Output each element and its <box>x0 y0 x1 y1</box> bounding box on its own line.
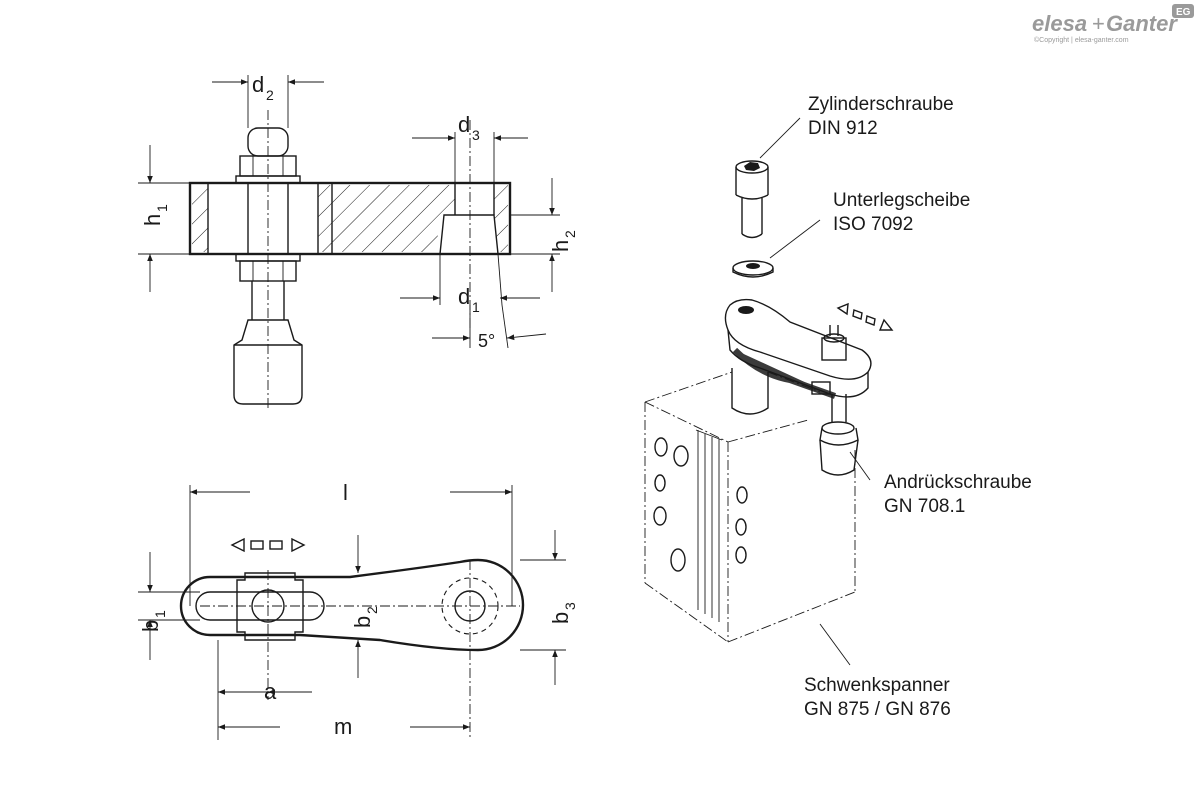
logo-badge-box <box>1172 4 1194 18</box>
brand-logo: elesa + Ganter EG ©Copyright | elesa-gan… <box>1032 4 1194 44</box>
press-screw <box>819 394 859 476</box>
callout-washer: Unterlegscheibe ISO 7092 <box>833 190 970 235</box>
dim-b3-main: b <box>548 612 573 624</box>
callout-clamp-name: Schwenkspanner <box>804 675 950 696</box>
logo-brand-a: elesa <box>1032 11 1087 36</box>
dim-h2-main: h <box>548 240 573 252</box>
clamp-block <box>236 572 304 641</box>
dim-h2-sub: 2 <box>562 230 578 238</box>
dim-b2-sub: 2 <box>364 606 380 614</box>
dim-d3-main: d <box>458 112 470 137</box>
dim-d1-main: d <box>458 284 470 309</box>
arm-outline-top <box>179 558 525 652</box>
dim-angle: 5° <box>478 331 495 351</box>
callout-press-screw-standard: GN 708.1 <box>884 496 965 517</box>
arm-hatch <box>332 185 455 252</box>
dim-d2-main: d <box>252 72 264 97</box>
callout-screw: Zylinderschraube DIN 912 <box>808 94 954 139</box>
slot <box>195 591 325 621</box>
dim-d2-sub: 2 <box>266 87 274 103</box>
arm-section-outline <box>188 181 512 256</box>
nut-bottom <box>239 260 297 282</box>
top-view: l b 1 b 2 b 3 a m <box>138 480 578 740</box>
press-tip <box>233 319 303 405</box>
callout-press-screw: Andrückschraube GN 708.1 <box>884 472 1032 517</box>
swivel-direction-icon-iso <box>836 302 894 331</box>
clamp-housing <box>644 371 856 643</box>
dim-m: m <box>334 714 352 739</box>
dim-b3-sub: 3 <box>562 602 578 610</box>
dim-b2-main: b <box>350 616 375 628</box>
dim-d1-sub: 1 <box>472 299 480 315</box>
isometric-assembly <box>644 117 894 666</box>
callout-washer-name: Unterlegscheibe <box>833 190 970 211</box>
washer <box>732 260 774 278</box>
dim-b1-sub: 1 <box>152 610 168 618</box>
logo-plus: + <box>1092 11 1105 36</box>
callout-screw-name: Zylinderschraube <box>808 94 954 115</box>
callout-press-screw-name: Andrückschraube <box>884 472 1032 493</box>
dim-b1-main: b <box>138 620 163 632</box>
logo-brand-b: Ganter <box>1106 11 1178 36</box>
callout-clamp-standard: GN 875 / GN 876 <box>804 699 951 720</box>
cap-screw <box>735 160 769 239</box>
callout-clamp: Schwenkspanner GN 875 / GN 876 <box>804 675 951 720</box>
clamp-column <box>731 368 769 415</box>
logo-badge: EG <box>1176 7 1191 18</box>
swivel-direction-icon <box>230 537 306 553</box>
conical-seat <box>439 214 499 255</box>
section-view: d 2 d 3 h 1 h 2 d 1 5° <box>138 72 578 410</box>
callout-screw-standard: DIN 912 <box>808 118 878 139</box>
callout-washer-standard: ISO 7092 <box>833 214 913 235</box>
clamp-arm <box>724 298 872 399</box>
dim-a: a <box>264 679 277 704</box>
dim-l: l <box>343 480 348 505</box>
logo-copyright: ©Copyright | elesa-ganter.com <box>1034 36 1129 44</box>
dim-d3-sub: 3 <box>472 127 480 143</box>
dim-h1-main: h <box>140 214 165 226</box>
dim-h1-sub: 1 <box>154 204 170 212</box>
